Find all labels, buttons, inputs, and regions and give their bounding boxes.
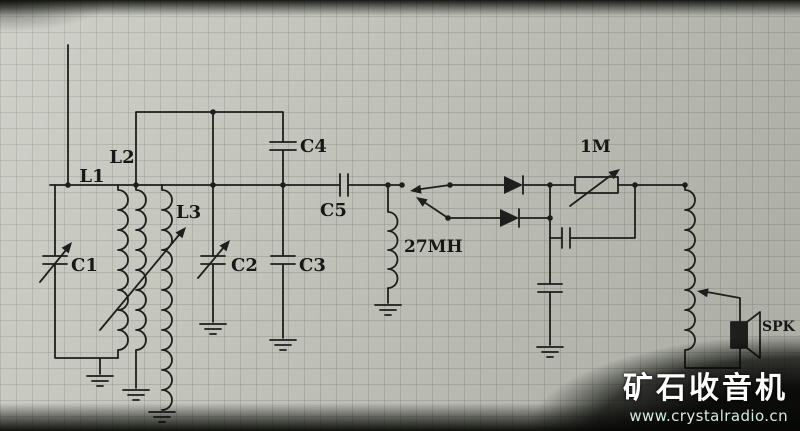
- junction-dots: [65, 109, 688, 221]
- coil-l1: [117, 184, 129, 359]
- capacitor-c4: [269, 141, 297, 186]
- capacitor-c2-variable: [197, 240, 230, 335]
- label-c5: C5: [320, 200, 347, 221]
- coil-l3-variable: [99, 184, 186, 423]
- photo-vignette-top: [0, 0, 800, 16]
- label-l3: L3: [176, 202, 201, 223]
- label-l2: L2: [109, 147, 134, 168]
- choke-27mh: [374, 184, 402, 316]
- selector-switch: [410, 184, 451, 219]
- photo-corner-shade: [0, 0, 160, 46]
- capacitor-c3: [269, 184, 297, 351]
- watermark-shade: [490, 316, 800, 431]
- label-c3: C3: [299, 255, 326, 276]
- coil-l2: [122, 184, 150, 401]
- bypass-capacitor-vertical: [536, 237, 564, 358]
- label-l1: L1: [79, 166, 104, 187]
- watermark: 矿石收音机 www.crystalradio.cn: [623, 372, 788, 425]
- label-1m: 1M: [580, 137, 611, 157]
- potentiometer-1m: [549, 169, 686, 207]
- watermark-url: www.crystalradio.cn: [629, 407, 788, 425]
- top-bus-wire: [135, 111, 284, 257]
- coupling-capacitor-horizontal: [549, 184, 636, 249]
- diode-bottom: [447, 208, 551, 228]
- label-c1: C1: [71, 255, 98, 276]
- capacitor-c1: [39, 184, 119, 387]
- label-c4: C4: [300, 136, 327, 157]
- capacitor-c5: [339, 173, 349, 197]
- diode-top: [449, 175, 551, 195]
- label-c2: C2: [231, 255, 258, 276]
- label-27mh: 27MH: [404, 237, 463, 257]
- watermark-title: 矿石收音机: [623, 371, 788, 406]
